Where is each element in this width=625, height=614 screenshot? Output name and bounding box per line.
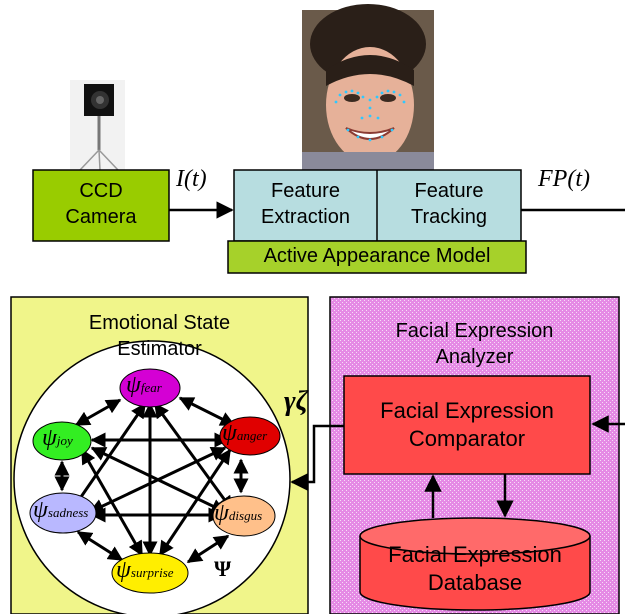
analyzer-title-1: Facial Expression [395, 320, 554, 342]
feature-extraction-label-1: Feature [271, 180, 340, 202]
estimator-title-1: Emotional State [88, 312, 231, 334]
feature-tracking-label-1: Feature [414, 180, 484, 202]
output-signal-label: FP(t) [538, 166, 590, 192]
camera-label-1: CCD [79, 180, 123, 202]
comparator-to-estimator-arrow [290, 424, 344, 491]
comparator-label-2: Comparator [408, 426, 526, 451]
aam-box [227, 240, 527, 274]
node-anger-label: ψanger [222, 420, 268, 446]
node-fear-label: ψfear [126, 372, 162, 398]
node-anger [219, 416, 281, 456]
state-edges [54, 396, 249, 564]
camera-label-2: Camera [65, 206, 137, 228]
database-cylinder [359, 517, 591, 611]
comparator-box [343, 375, 591, 475]
database-label-2: Database [427, 570, 523, 595]
node-fear [119, 368, 181, 408]
ccd-camera-photo [70, 80, 125, 171]
node-sadness-label: ψsadness [33, 497, 89, 523]
feature-tracking-label-2: Tracking [411, 206, 487, 228]
node-surprise-label: ψsurprise [116, 557, 174, 583]
ccd-camera-box [32, 169, 170, 242]
input-signal-label: I(t) [176, 166, 207, 192]
database-label-1: Facial Expression [388, 542, 562, 567]
comparator-label-1: Facial Expression [380, 398, 554, 423]
aam-label: Active Appearance Model [263, 245, 491, 267]
feature-extraction-label-2: Extraction [261, 206, 350, 228]
psi-label: Ψ [214, 556, 232, 581]
node-sadness [29, 492, 97, 534]
node-surprise [111, 552, 189, 594]
estimator-title-2: Estimator [117, 338, 202, 360]
analyzer-title-2: Analyzer [435, 346, 514, 368]
node-disgust-label: ψdisgus [214, 500, 263, 526]
node-joy [32, 421, 92, 461]
node-joy-label: ψjoy [42, 425, 73, 451]
node-disgust [212, 495, 276, 537]
gamma-zeta-label: γζ [284, 386, 308, 417]
face-photo-with-tracking-points [302, 4, 434, 170]
